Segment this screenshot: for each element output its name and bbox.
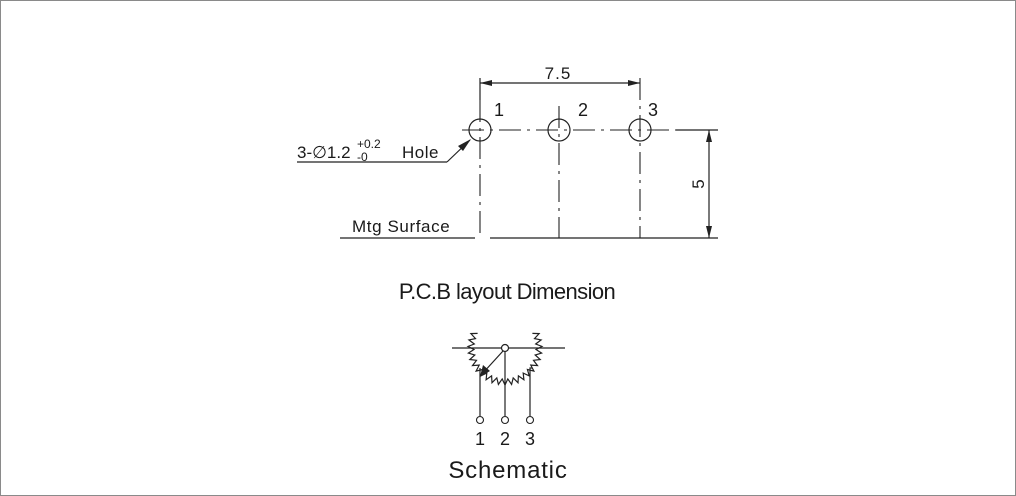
wiper-arrow [480,365,490,377]
hole-tolerance-minus: -0 [357,150,368,164]
spacing-value: 7.5 [545,64,572,83]
hole-2 [547,118,571,142]
hole-size: 3-∅1.2 [297,143,351,162]
wiper-pivot [500,343,510,353]
terminal-2 [500,415,510,425]
lead-3 [529,367,532,416]
terminal-1 [475,415,485,425]
dim-arrow-right [628,80,640,86]
hole-3 [628,118,652,142]
pcb-layout-title: P.C.B layout Dimension [399,279,615,304]
schematic: 1 2 3 Schematic [448,332,567,484]
height-arrow-top [706,130,712,142]
hole-word: Hole [402,143,439,162]
schematic-title: Schematic [448,457,567,484]
terminal-3 [525,415,535,425]
pcb-pin3-label: 3 [648,100,658,120]
hole-callout: 3-∅1.2 [297,143,351,162]
dim-arrow-left [480,80,492,86]
schematic-pin3-label: 3 [525,429,535,449]
height-value: 5 [689,179,708,188]
schematic-pin2-label: 2 [500,429,510,449]
height-arrow-bottom [706,226,712,238]
pcb-layout: 7.5 1 2 3 Mtg Surface 5 3-∅1.2 +0.2 -0 H… [297,64,718,304]
schematic-pin1-label: 1 [475,429,485,449]
hole-1 [468,118,492,142]
mtg-surface-label: Mtg Surface [352,217,450,236]
hole-tolerance-plus: +0.2 [357,137,381,151]
hole-leader-arrow [458,139,471,151]
pcb-pin2-label: 2 [578,100,588,120]
pcb-pin1-label: 1 [494,100,504,120]
